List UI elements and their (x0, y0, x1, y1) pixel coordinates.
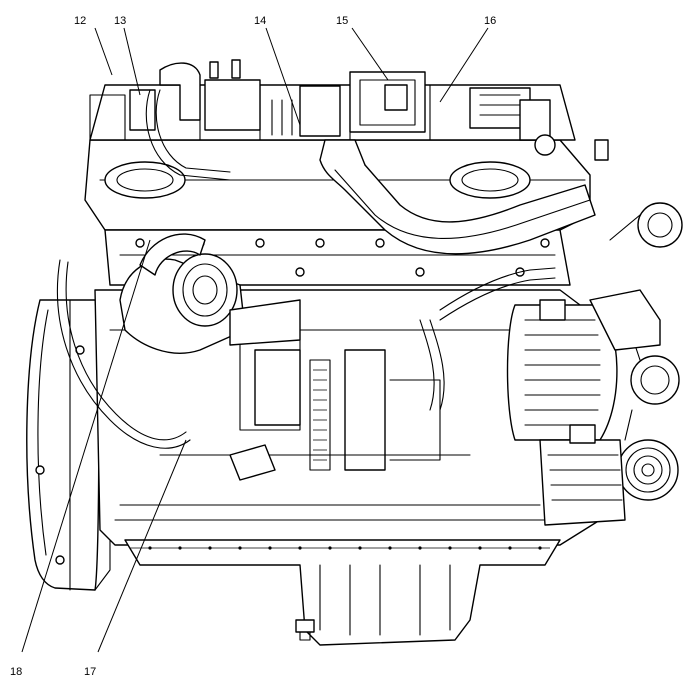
hoses (56, 89, 556, 481)
engine-block (94, 289, 601, 546)
leader-18 (21, 239, 151, 653)
oil-pan-bolts (148, 546, 542, 550)
leader-lines (21, 27, 489, 653)
leader-14 (265, 27, 301, 126)
turbocharger (119, 233, 301, 354)
leader-15 (351, 27, 389, 81)
leader-16 (439, 27, 489, 103)
callout-18: 18 (10, 666, 22, 678)
leader-12 (94, 27, 113, 76)
oil-pan (124, 539, 561, 646)
callout-13: 13 (114, 15, 126, 27)
drain-plug (295, 619, 315, 641)
front-pulleys (589, 202, 683, 501)
callout-12: 12 (74, 15, 86, 27)
leader-17 (97, 439, 187, 653)
intake-assembly (89, 59, 609, 161)
crossover-pipe (319, 139, 596, 255)
leader-13 (123, 27, 141, 96)
callout-14: 14 (254, 15, 266, 27)
callout-labels: 12 13 14 15 16 17 18 (10, 15, 496, 678)
callout-17: 17 (84, 666, 96, 678)
callout-15: 15 (336, 15, 348, 27)
ac-compressor (539, 424, 626, 526)
callout-16: 16 (484, 15, 496, 27)
